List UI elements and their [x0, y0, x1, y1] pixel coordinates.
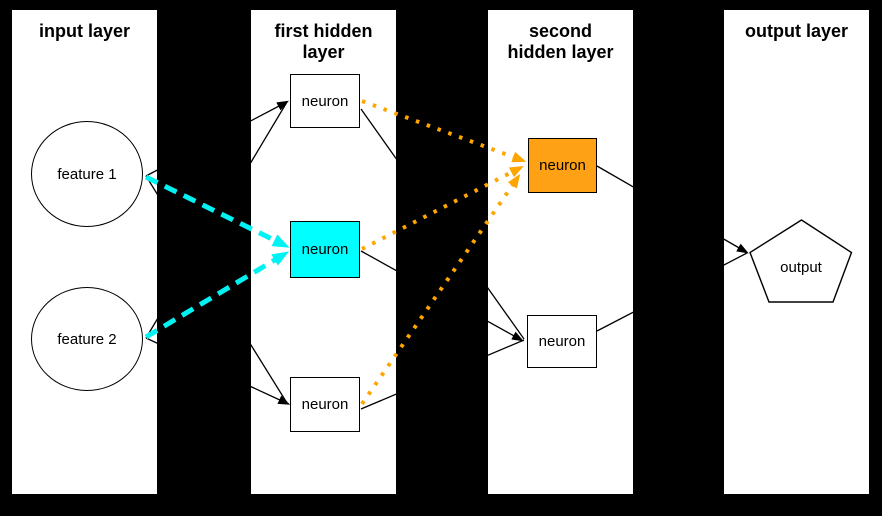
panel-title-input-layer: input layer — [38, 21, 131, 41]
edge-h1middle-h2bottom — [360, 250, 524, 342]
node-h1-neuron-top-label: neuron — [301, 92, 349, 110]
edge-feature1-h1top — [145, 100, 289, 177]
node-h1-neuron-middle-highlighted: neuron — [290, 221, 360, 278]
node-h2-neuron-bottom: neuron — [527, 315, 597, 368]
edge-feature1-h1middle — [144, 174, 290, 248]
edge-h2top-output — [596, 165, 749, 254]
node-h1-neuron-bottom: neuron — [290, 377, 360, 432]
node-h1-neuron-top: neuron — [290, 74, 360, 128]
edge-h1bottom-h2bottom — [360, 339, 525, 410]
edge-feature2-h1middle — [144, 251, 290, 340]
edge-feature1-h1bottom — [145, 175, 288, 404]
edge-h1middle-h2top — [361, 165, 524, 251]
edge-h1top-h2top — [361, 99, 527, 163]
node-h2-neuron-bottom-label: neuron — [538, 333, 586, 350]
node-feature-2: feature 2 — [31, 287, 143, 391]
edge-h1top-h2bottom — [360, 108, 525, 340]
output-node-pentagon — [749, 219, 853, 303]
panel-title-output-layer: output layer — [744, 21, 848, 41]
node-feature-1-label: feature 1 — [57, 165, 117, 183]
node-h2-neuron-top-highlighted: neuron — [528, 138, 597, 193]
black-edges — [145, 100, 749, 410]
node-h1-neuron-bottom-label: neuron — [301, 396, 349, 413]
node-h2-neuron-top-label: neuron — [539, 157, 586, 174]
edge-feature2-h1top — [145, 101, 288, 339]
panel-title-second-hidden-layer: second hidden layer — [507, 21, 614, 62]
edge-h2bottom-output — [596, 252, 748, 332]
node-output-label: output — [780, 259, 822, 276]
orange-highlight-edges — [360, 99, 527, 406]
cyan-highlight-edges — [144, 174, 290, 340]
node-h1-neuron-middle-label: neuron — [301, 241, 349, 258]
panel-second-hidden-layer: second hidden layer — [488, 10, 633, 494]
node-feature-1: feature 1 — [31, 121, 143, 227]
panel-title-first-hidden-layer: first hidden layer — [274, 21, 373, 62]
node-feature-2-label: feature 2 — [57, 330, 117, 348]
panel-input-layer: input layer — [12, 10, 157, 494]
edge-feature2-h1bottom — [145, 337, 291, 405]
